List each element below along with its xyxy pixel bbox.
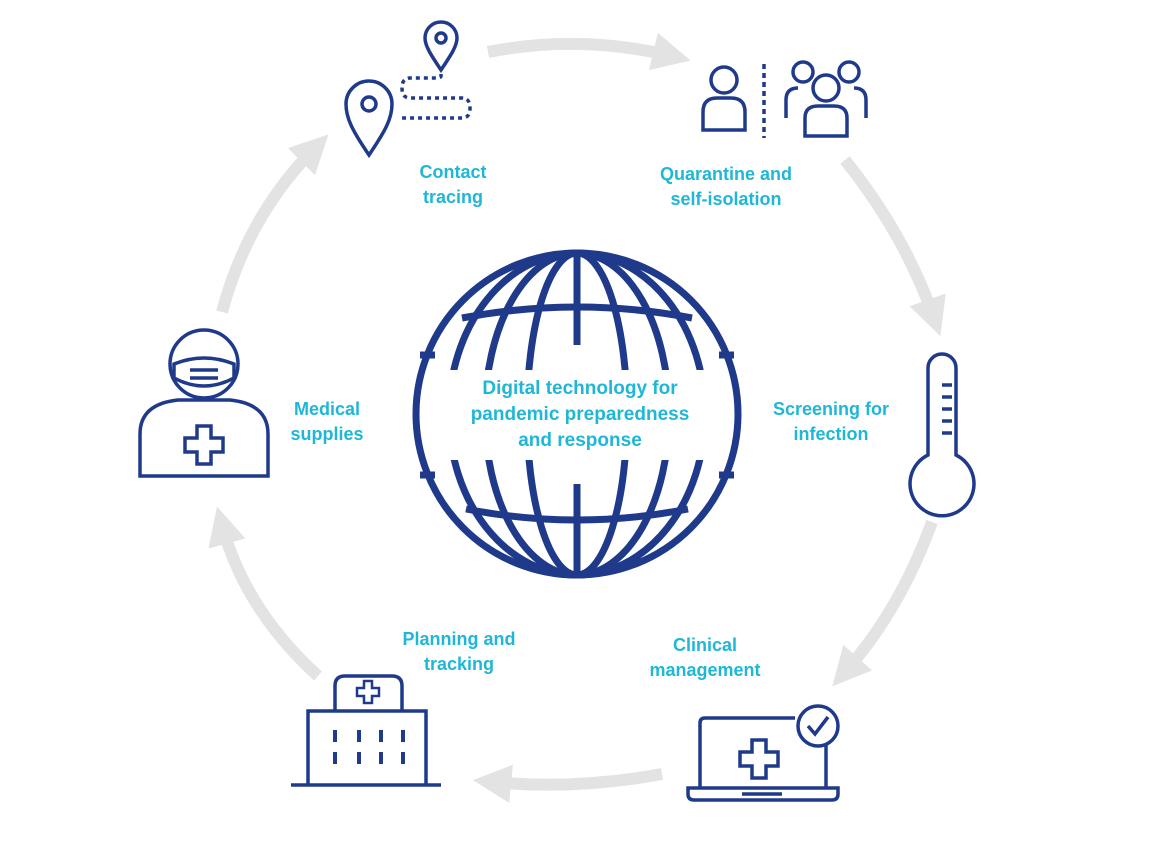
label-contact-tracing-line-2: tracing: [422, 187, 483, 207]
center-title-line-1: Digital technology for: [482, 378, 678, 399]
label-clinical-management-line-2: management: [649, 660, 761, 680]
label-planning-tracking-line-2: tracking: [423, 654, 495, 674]
center-title-line-3: and response: [518, 430, 642, 451]
label-planning-tracking: Planning and tracking: [380, 627, 538, 677]
map-route-pins-icon: [344, 20, 472, 159]
arrow-supplies-to-contact: [216, 134, 329, 314]
center-title-line-2: pandemic preparedness: [470, 404, 690, 425]
label-quarantine-line-2: self-isolation: [670, 189, 782, 209]
masked-health-worker-icon: [138, 328, 270, 478]
arrow-clinical-to-planning: [472, 764, 664, 803]
label-quarantine-line-1: Quarantine and: [659, 164, 793, 184]
label-screening: Screening for infection: [756, 397, 906, 447]
label-contact-tracing: Contact tracing: [398, 160, 508, 210]
label-medical-supplies-line-1: Medical: [293, 399, 361, 419]
thermometer-icon: [908, 352, 976, 518]
cycle-arrows: [208, 32, 946, 803]
globe-center-backdrop: [436, 370, 718, 460]
label-clinical-management: Clinical management: [630, 633, 780, 683]
arrow-quarantine-to-screening: [840, 156, 946, 337]
label-screening-line-2: infection: [793, 424, 869, 444]
arrow-planning-to-supplies: [208, 506, 323, 681]
hospital-building-icon: [291, 674, 441, 787]
label-planning-tracking-line-1: Planning and: [402, 629, 516, 649]
arrow-contact-to-quarantine: [486, 32, 691, 71]
label-screening-line-1: Screening for: [772, 399, 890, 419]
person-and-group-icon: [701, 60, 868, 138]
label-medical-supplies-line-2: supplies: [290, 424, 364, 444]
label-medical-supplies: Medical supplies: [276, 397, 378, 447]
label-clinical-management-line-1: Clinical: [672, 635, 738, 655]
center-title: Digital technology for pandemic prepared…: [420, 376, 740, 454]
laptop-medical-check-icon: [686, 704, 840, 802]
label-contact-tracing-line-1: Contact: [419, 162, 487, 182]
label-quarantine: Quarantine and self-isolation: [640, 162, 812, 212]
arrow-screening-to-clinical: [832, 519, 938, 687]
